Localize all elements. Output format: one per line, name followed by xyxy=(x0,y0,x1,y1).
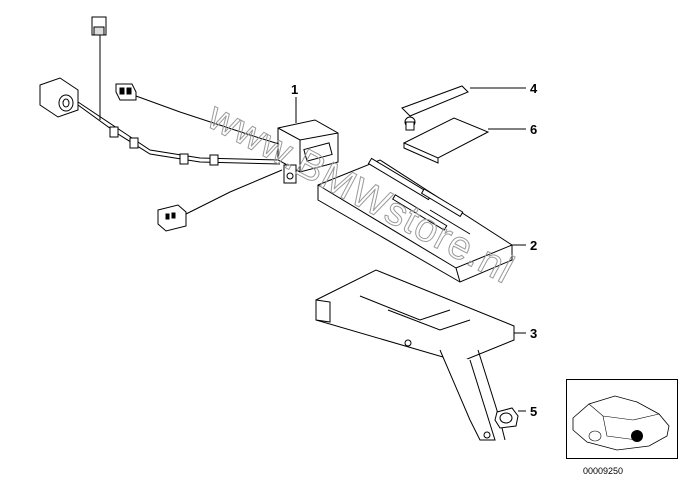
location-marker xyxy=(631,430,643,442)
car-outline-icon xyxy=(572,395,670,451)
wiring-harness xyxy=(39,16,339,232)
cable-strap xyxy=(401,85,469,131)
watermark: www.BMWstore.nl xyxy=(200,94,521,293)
callout-lines xyxy=(295,87,526,412)
callout-3: 3 xyxy=(530,326,537,341)
diagram-number: 00009250 xyxy=(583,466,624,476)
callout-6: 6 xyxy=(530,122,537,137)
receiver-box xyxy=(317,157,513,283)
callout-5: 5 xyxy=(530,404,537,419)
car-location-inset xyxy=(566,379,678,459)
nut xyxy=(494,407,519,429)
mounting-bracket xyxy=(315,269,515,441)
callout-1: 1 xyxy=(291,82,298,97)
callout-4: 4 xyxy=(530,81,538,96)
adhesive-pad xyxy=(402,117,490,164)
callout-2: 2 xyxy=(530,238,537,253)
